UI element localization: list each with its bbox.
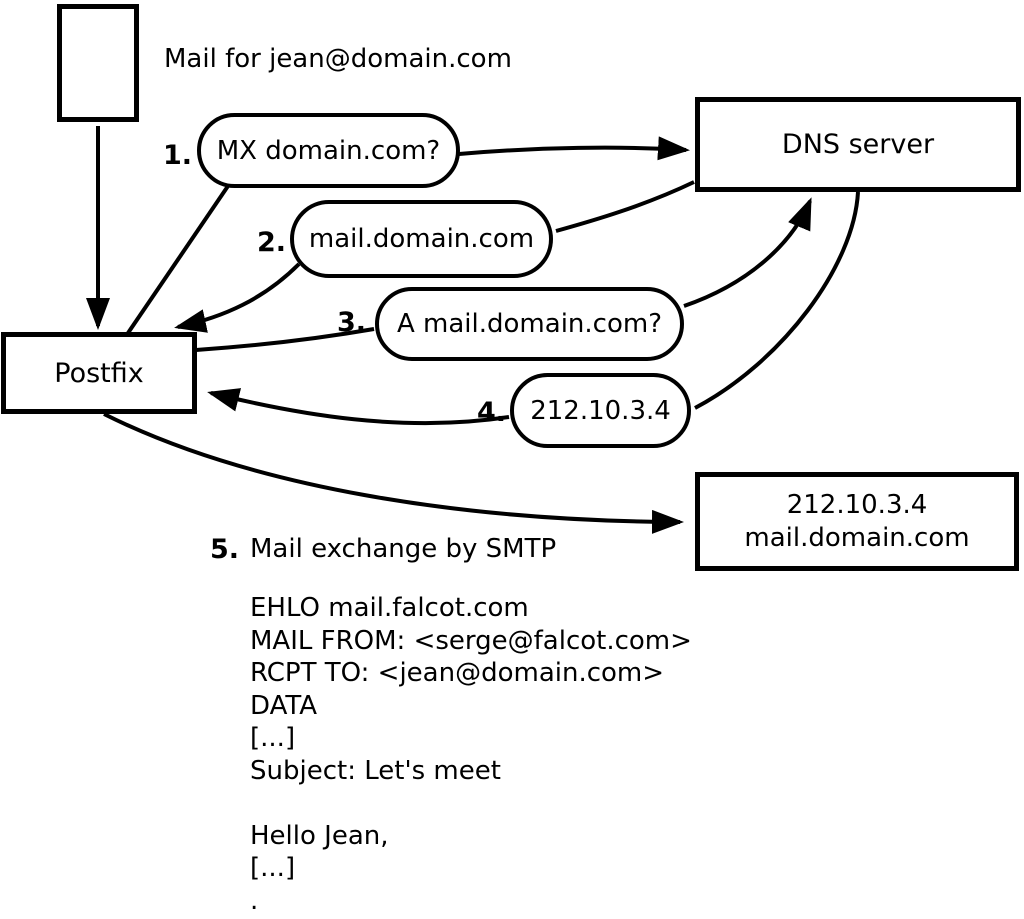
dns-server-label: DNS server (781, 129, 935, 160)
line-dns-to-answer2 (555, 180, 695, 233)
step-number-4: 4. (476, 397, 506, 428)
line-postfix-to-query3 (195, 327, 375, 352)
bubble-step-3-label: A mail.domain.com? (397, 309, 662, 339)
mail-message-shape (57, 4, 139, 122)
line-dns-to-answer4 (694, 191, 860, 410)
node-dns-server: DNS server (695, 97, 1021, 192)
bubble-step-1-label: MX domain.com? (216, 135, 441, 166)
step-number-1: 1. (162, 140, 192, 171)
mail-server-hostname: mail.domain.com (744, 522, 970, 553)
node-postfix: Postfix (1, 332, 197, 414)
bubble-step-4: 212.10.3.4 (510, 373, 691, 448)
mail-note: Mail for jean@domain.com (164, 44, 512, 74)
bubble-step-2: mail.domain.com (290, 200, 553, 278)
bubble-step-3: A mail.domain.com? (375, 287, 684, 361)
bubble-step-2-label: mail.domain.com (308, 224, 535, 254)
step-5-label: Mail exchange by SMTP (250, 534, 557, 564)
smtp-session-text: EHLO mail.falcot.com MAIL FROM: <serge@f… (250, 593, 692, 916)
arrow-query1-to-dns (458, 136, 690, 161)
step-number-5: 5. (209, 534, 239, 565)
arrow-answer4-to-postfix (207, 388, 510, 426)
bubble-step-4-label: 212.10.3.4 (530, 395, 671, 426)
bubble-step-1: MX domain.com? (197, 113, 460, 188)
node-mail-server: 212.10.3.4 mail.domain.com (695, 472, 1019, 571)
postfix-label: Postfix (54, 357, 144, 389)
arrow-query3-to-dns (683, 197, 812, 308)
mail-server-ip: 212.10.3.4 (786, 489, 928, 520)
step-number-3: 3. (336, 307, 366, 338)
line-postfix-to-query1 (126, 184, 230, 335)
step-number-2: 2. (256, 227, 286, 258)
arrow-postfix-to-mailserver (103, 412, 684, 534)
arrow-answer2-to-postfix (174, 262, 301, 333)
